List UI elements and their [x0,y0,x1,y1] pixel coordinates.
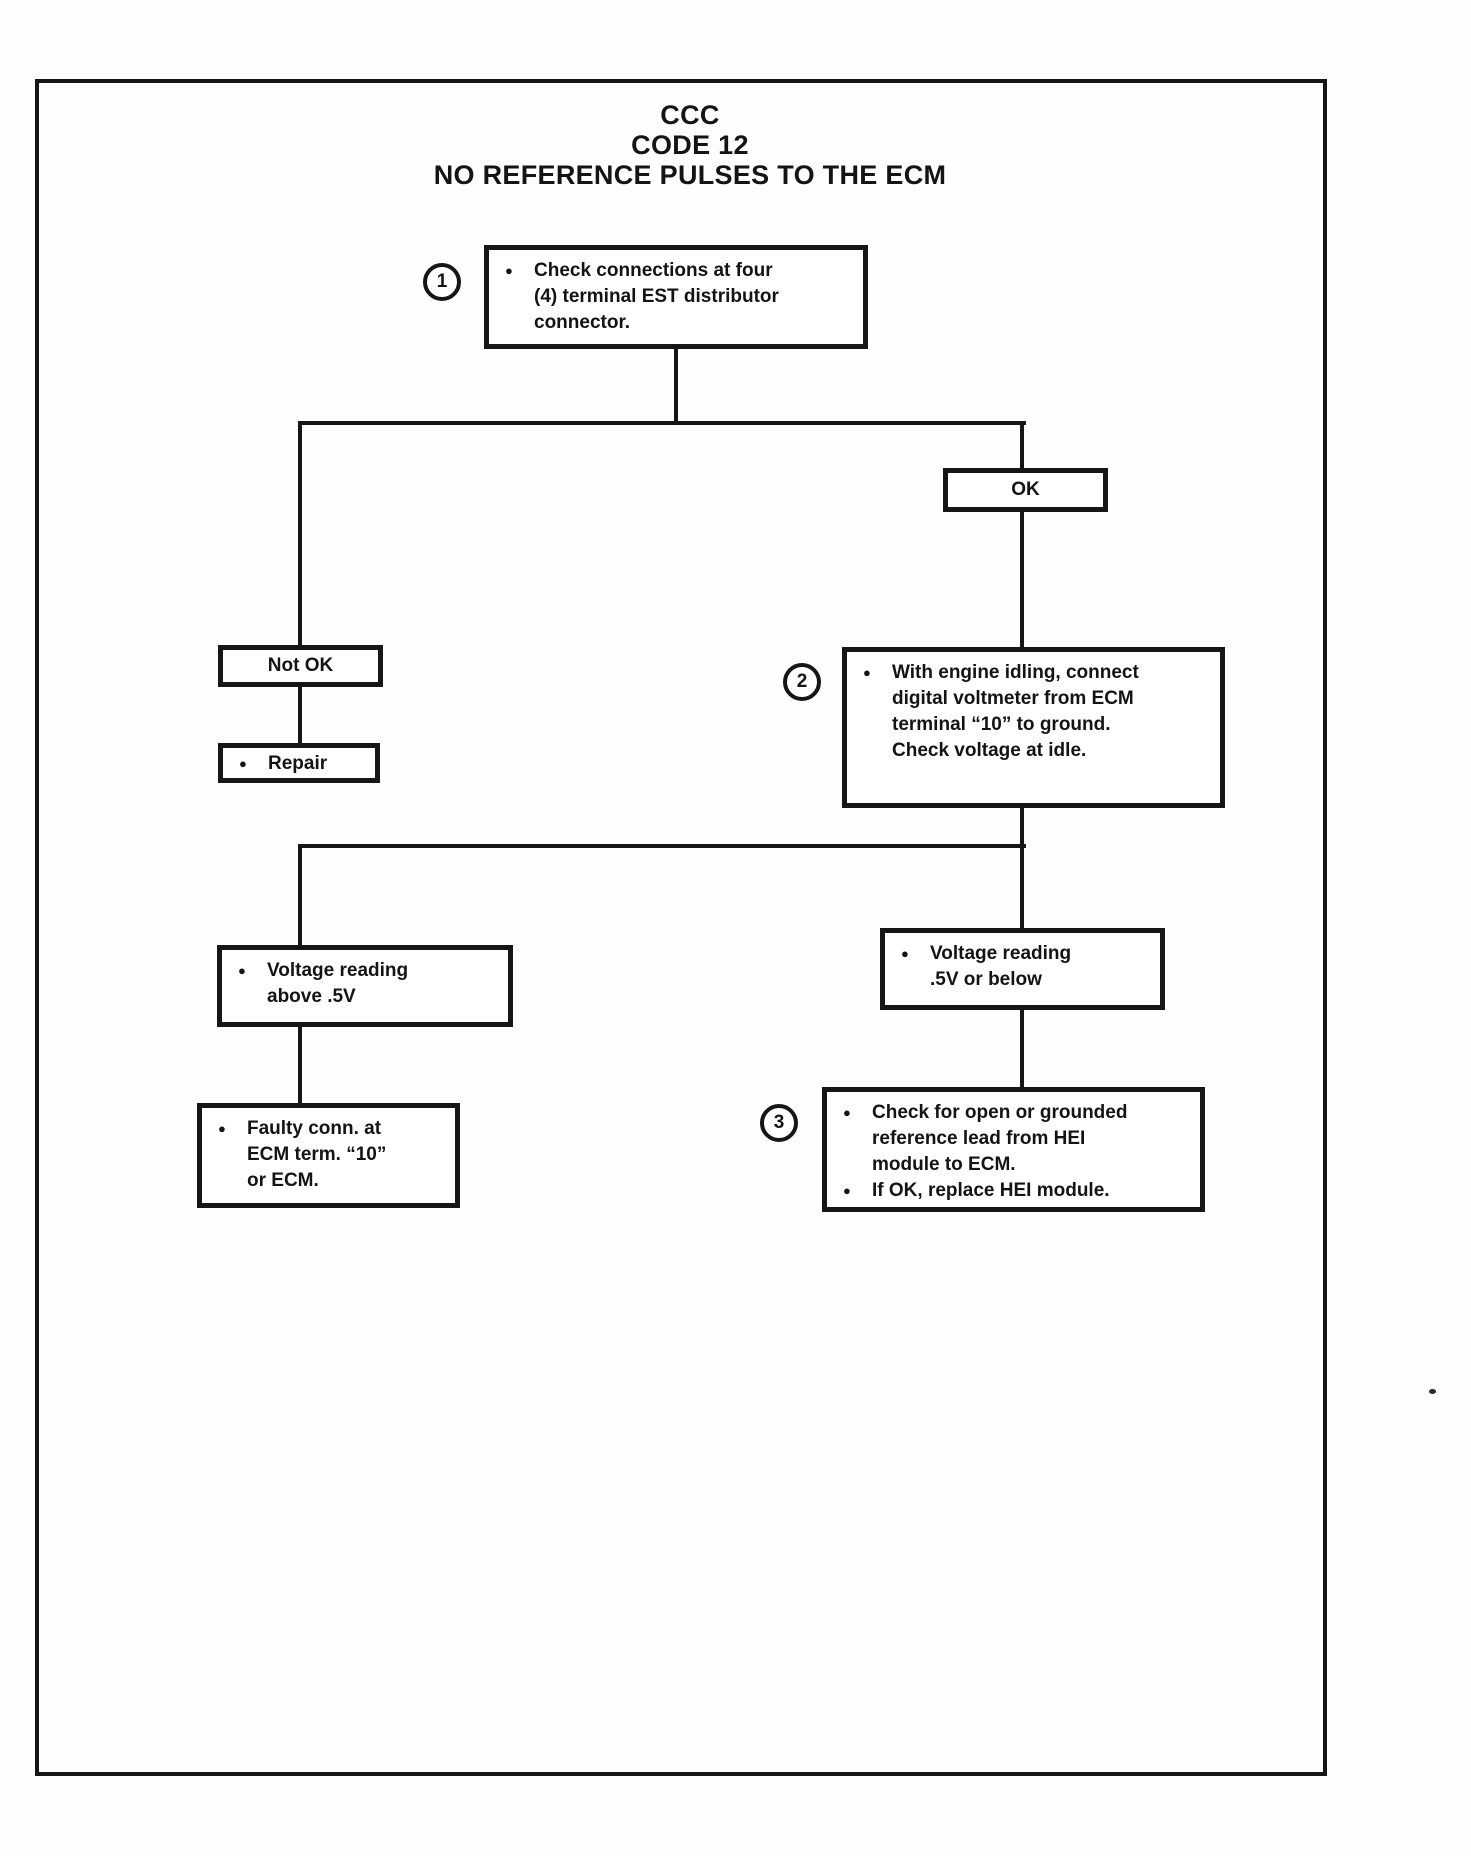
step3-bullet2-text: If OK, replace HEI module. [872,1180,1110,1201]
title-line-description: NO REFERENCE PULSES TO THE ECM [433,160,947,190]
voltage-above-text: Voltage reading above .5V [267,960,409,1007]
ok-label: OK [1011,479,1040,500]
step1-text: Check connections at four (4) terminal E… [534,260,779,333]
node-voltage-above: ● Voltage reading above .5V [217,945,513,1027]
title-line-ccc: CCC [660,100,720,130]
connector-ok-to-step2 [1020,512,1024,647]
connector-to-voltage-above [298,844,302,945]
bullet-icon: ● [218,1121,226,1136]
node-step1: ● Check connections at four (4) terminal… [484,245,868,349]
page-title: CCC CODE 12 NO REFERENCE PULSES TO THE E… [390,100,990,190]
repair-text: Repair [268,753,328,774]
node-repair: ● Repair [218,743,380,783]
bullet-icon: ● [863,665,871,680]
step2-text: With engine idling, connect digital volt… [892,662,1139,761]
connector-branch2-horizontal [298,844,1026,848]
connector-step1-down [674,349,678,423]
connector-voltage-below-to-step3 [1020,1010,1024,1087]
node-step2: ● With engine idling, connect digital vo… [842,647,1225,808]
connector-not-ok-to-repair [298,687,302,743]
bullet-icon: ● [843,1183,851,1198]
step3-number-badge: 3 [760,1104,798,1142]
bullet-icon: ● [843,1105,851,1120]
connector-to-not-ok [298,421,302,645]
voltage-below-text: Voltage reading .5V or below [930,943,1072,990]
faulty-conn-text: Faulty conn. at ECM term. “10” or ECM. [247,1118,387,1191]
title-line-code: CODE 12 [631,130,749,160]
step2-number-badge: 2 [783,663,821,701]
node-not-ok: Not OK [218,645,383,687]
bullet-icon: ● [505,263,513,278]
node-faulty-conn: ● Faulty conn. at ECM term. “10” or ECM. [197,1103,460,1208]
node-voltage-below: ● Voltage reading .5V or below [880,928,1165,1010]
step3-bullet1-text: Check for open or grounded reference lea… [872,1102,1128,1175]
bullet-icon: ● [901,946,909,961]
connector-to-ok [1020,421,1024,468]
not-ok-label: Not OK [267,655,334,676]
bullet-icon: ● [239,756,247,771]
connector-step2-down [1020,808,1024,928]
node-step3: ● Check for open or grounded reference l… [822,1087,1205,1212]
scan-speck [1429,1389,1436,1394]
bullet-icon: ● [238,963,246,978]
step1-number-badge: 1 [423,263,461,301]
connector-voltage-above-to-faulty [298,1027,302,1103]
page-border [35,79,1327,1776]
connector-branch1-horizontal [298,421,1026,425]
node-ok: OK [943,468,1108,512]
